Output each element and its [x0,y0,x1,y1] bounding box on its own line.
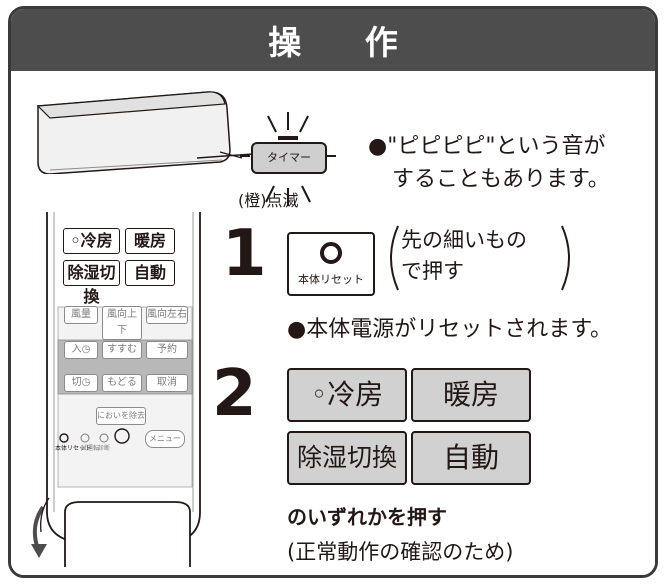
remote-dehumidify-button: 除湿切換 [63,260,120,306]
blink-note: (橙)点滅 [238,191,299,210]
remote-timer-off-button: 切◷ [64,374,98,392]
heat-mode-button: 暖房 [411,368,531,422]
sound-note: ●"ピピピピ"という音が することもあります。 [368,130,610,196]
step-2-number: 2 [212,357,257,431]
dehumidify-mode-button: 除湿切換 [287,431,407,485]
press-instruction: 先の細いもの で押す [401,225,527,287]
remote-vertical-button: 風向上下 [102,306,142,340]
remote-menu-button: メニュー [145,430,185,448]
reset-label: 本体リセット [298,273,364,286]
page-title: 操 作 [268,23,424,62]
open-paren-icon [390,225,399,291]
remote-odor-button: においを除去 [96,407,146,425]
cool-mode-button: ◦冷房 [287,368,407,422]
remote-reserve-button: 予約 [146,341,188,359]
remote-cancel-button: 取消 [146,374,188,392]
air-conditioner-illustration [36,91,243,174]
sound-note-line2: することもあります。 [392,167,610,192]
reset-button-illustration: 本体リセット [287,232,375,296]
remote-horizontal-button: 風向左右 [146,306,188,324]
sound-note-line1: ●"ピピピピ"という音が [368,130,610,163]
reset-result-text: ●本体電源がリセットされます。 [287,317,612,342]
auto-mode-button: 自動 [411,431,531,485]
close-paren-icon [561,225,570,291]
remote-auto-button: 自動 [125,260,175,286]
remote-forward-button: すすむ [102,341,142,359]
timer-indicator: タイマー [251,142,327,174]
remote-test-label: 試運転 [81,445,100,452]
remote-reset-label: 本体リセット [55,445,92,452]
press-any-instruction: のいずれかを押す [287,505,447,529]
press-instruction-line1: 先の細いもの [401,228,527,252]
remote-fan-button: 風量 [64,306,98,324]
confirmation-note: (正常動作の確認のため) [287,540,514,564]
indicator-pointer-line [197,153,253,159]
remote-cool-button: ◦冷房 [63,228,120,254]
header-bar: 操 作 [11,9,655,71]
step-1-number: 1 [222,217,267,291]
remote-back-button: もどる [102,374,142,392]
blinking-indicator-icon [240,112,336,206]
press-instruction-line2: で押す [401,259,464,283]
remote-heat-button: 暖房 [125,228,175,254]
sound-note-text: "ピピピピ"という音が [387,134,606,159]
remote-timer-on-button: 入◷ [64,341,98,359]
reset-hole-icon [320,242,342,264]
bullet-icon: ● [368,134,388,159]
remote-control-illustration [31,212,201,567]
remote-diagnose-label: 診断 [98,445,111,452]
